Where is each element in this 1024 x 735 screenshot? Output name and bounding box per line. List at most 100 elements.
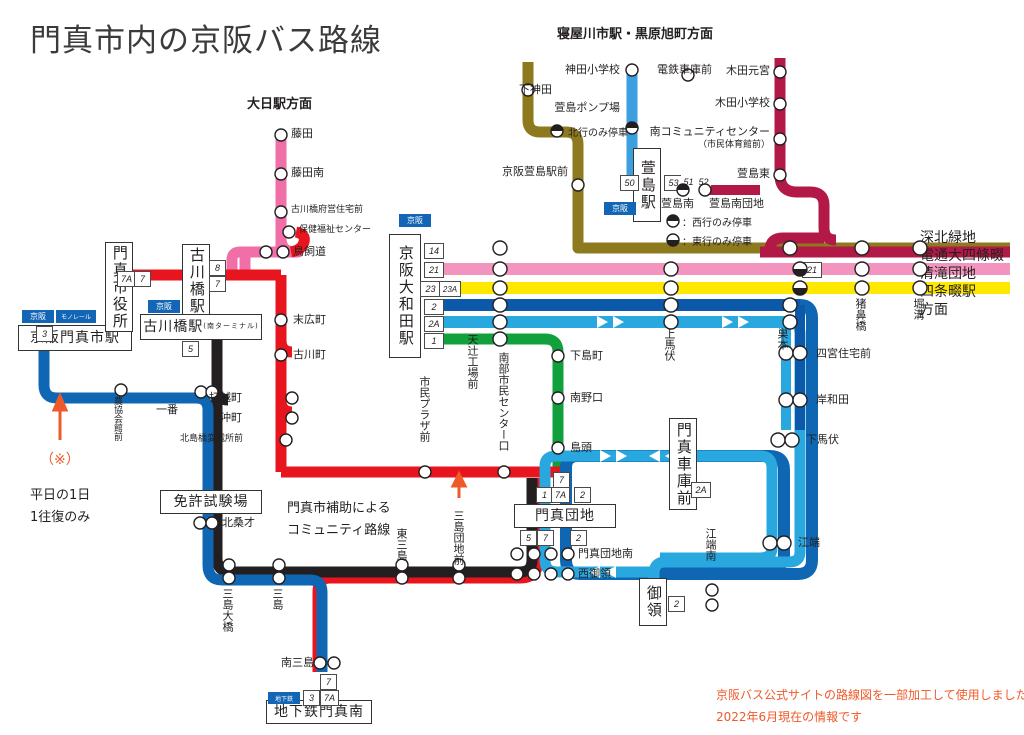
annotation-weekday-2: 1往復のみ bbox=[30, 510, 91, 525]
annotation-source-1: 京阪バス公式サイトの路線図を一部加工して使用しました bbox=[716, 688, 1024, 702]
route-chip-2-2[interactable]: 2 bbox=[574, 487, 591, 503]
route-chip-7a-2[interactable]: 7A bbox=[551, 487, 570, 503]
station-box-furukawabashi-south[interactable]: 古川橋駅(南ターミナル) bbox=[140, 314, 262, 340]
route-chip-2-1[interactable]: 2 bbox=[424, 299, 444, 315]
station-box-kadoma-shiyakusho[interactable]: 門真市役所 bbox=[105, 242, 133, 332]
legend-higashi: ：東行のみ停車 bbox=[682, 237, 752, 248]
station-label-dentetsu-shako: 電鉄車庫前 bbox=[657, 63, 712, 76]
annotation-asterisk: （※） bbox=[40, 452, 80, 468]
station-label-kadoma-danchi-minami: 門真団地南 bbox=[578, 547, 633, 560]
furukawabashi-south-label: 古川橋駅 bbox=[143, 318, 204, 335]
station-label-fujita-minami: 藤田南 bbox=[291, 166, 324, 179]
station-box-kadoma-shako[interactable]: 門真車庫前 bbox=[669, 418, 697, 510]
route-chip-2-4[interactable]: 2 bbox=[668, 596, 685, 612]
line-pink-vertical bbox=[226, 131, 287, 275]
destination-block: 深北緑地 電通大四條畷 清滝団地 四条畷駅 方面 bbox=[920, 230, 1004, 320]
station-label-keihan-kayashima-ekimae: 京阪萱島駅前 bbox=[502, 165, 568, 178]
route-chip-23a[interactable]: 23A bbox=[439, 281, 461, 297]
route-chip-3[interactable]: 3 bbox=[36, 326, 53, 342]
route-chip-52[interactable]: 52 bbox=[696, 175, 711, 189]
station-label-okimachi: 沖町 bbox=[220, 411, 242, 424]
line-blue3 bbox=[38, 330, 328, 672]
station-label-shinomiya: 四宮住宅前 bbox=[816, 347, 871, 360]
annotation-weekday-1: 平日の1日 bbox=[30, 488, 91, 503]
direction-daimichi: 大日駅方面 bbox=[247, 97, 313, 112]
station-label-shimin-plaza: 市民プラザ前 bbox=[418, 376, 431, 442]
station-box-goryo[interactable]: 御領 bbox=[639, 578, 667, 626]
route-chip-2a-1[interactable]: 2A bbox=[424, 316, 444, 332]
dest-line-1: 電通大四條畷 bbox=[920, 247, 1004, 264]
station-label-kayashima-pump: 萱島ポンプ場 bbox=[554, 101, 620, 114]
operator-tag-subway: 地下鉄 bbox=[268, 692, 300, 704]
station-label-kishiwada: 岸和田 bbox=[816, 393, 849, 406]
station-label-kanda-shogakko: 神田小学校 bbox=[565, 63, 620, 76]
route-chip-7-2[interactable]: 7 bbox=[209, 276, 226, 292]
line-green bbox=[425, 333, 564, 470]
station-label-ebata: 江端 bbox=[798, 536, 820, 549]
station-label-minaminoguchi: 南野口 bbox=[570, 391, 603, 404]
station-label-ichiban: 一番 bbox=[156, 403, 178, 416]
station-label-kayashima-minami-danchi: 萱島南団地 bbox=[709, 197, 764, 210]
route-chip-14[interactable]: 14 bbox=[424, 243, 444, 259]
dest-line-2: 清滝団地 bbox=[920, 265, 976, 282]
station-box-furukawabashi[interactable]: 古川橋駅 bbox=[182, 244, 210, 318]
station-label-nokyo-kaikan: 農協会館前 bbox=[112, 396, 122, 441]
station-label-nishi-goryo: 西御領 bbox=[578, 567, 611, 580]
operator-tag-monorail: モノレール bbox=[56, 310, 96, 323]
station-label-sumoto: 巣本 bbox=[776, 328, 789, 350]
station-label-kayashima-higashi: 萱島東 bbox=[737, 167, 770, 180]
route-chip-21-2[interactable]: 21 bbox=[802, 262, 822, 278]
route-chip-50[interactable]: 50 bbox=[620, 175, 639, 191]
station-box-keihan-yamatoda[interactable]: 京阪大和田駅 bbox=[389, 234, 421, 358]
station-label-minami-mishima: 南三島 bbox=[281, 656, 314, 669]
route-chip-7a-3[interactable]: 7A bbox=[320, 690, 339, 706]
route-chip-7-1[interactable]: 7 bbox=[134, 271, 151, 287]
dest-line-3: 四条畷駅 bbox=[920, 283, 976, 300]
station-label-mishima-ohashi: 三島大橋 bbox=[221, 588, 234, 632]
route-chip-1-1[interactable]: 1 bbox=[424, 333, 444, 349]
station-label-ebata-minami: 江端南 bbox=[704, 528, 717, 561]
station-label-uchikoshicho: 打越町 bbox=[209, 391, 242, 404]
station-label-inohanabashi: 猪鼻橋 bbox=[854, 298, 867, 331]
station-label-shimomabuse: 下馬伏 bbox=[806, 433, 839, 446]
station-label-shimagashira: 島頭 bbox=[570, 441, 592, 454]
station-label-kitajimabashi: 北島橋変電所前 bbox=[179, 434, 243, 444]
route-chip-3-2[interactable]: 3 bbox=[303, 690, 320, 706]
direction-neyagawa: 寝屋川市駅・黒原旭町方面 bbox=[557, 27, 714, 42]
station-label-higashi-mishima: 東三島 bbox=[395, 528, 408, 561]
station-box-kadoma-danchi[interactable]: 門真団地 bbox=[514, 504, 616, 528]
legend-nishi: ：西行のみ停車 bbox=[682, 218, 752, 229]
route-chip-23[interactable]: 23 bbox=[420, 281, 441, 297]
station-label-kamimabuse: 上馬伏 bbox=[663, 328, 676, 361]
route-chip-2a-2[interactable]: 2A bbox=[691, 482, 711, 498]
station-label-suehiromachi: 末広町 bbox=[293, 313, 326, 326]
station-label-torikaimichi: 鳥飼道 bbox=[293, 245, 326, 258]
route-chip-7-5[interactable]: 7 bbox=[320, 674, 337, 690]
station-label-hoken-fukushi: 保健福祉センター bbox=[299, 225, 372, 235]
route-chip-51[interactable]: 51 bbox=[681, 175, 696, 189]
line-crimson bbox=[774, 58, 837, 246]
route-chip-7-4[interactable]: 7 bbox=[537, 530, 554, 546]
annotation-source-2: 2022年6月現在の情報です bbox=[716, 710, 863, 724]
station-label-mishima: 三島 bbox=[271, 588, 284, 610]
route-chip-5-1[interactable]: 5 bbox=[182, 341, 199, 357]
station-label-horimizo: 堀溝 bbox=[912, 298, 925, 320]
line-sky-loop-b bbox=[539, 450, 778, 564]
station-label-nanbu-shimin: 南部市民センター口 bbox=[497, 352, 510, 451]
route-chip-7-3[interactable]: 7 bbox=[553, 472, 570, 488]
operator-tag-keihan-1: 京阪 bbox=[22, 310, 54, 323]
station-label-kida-motomiya: 木田元宮 bbox=[726, 64, 770, 77]
operator-tag-keihan-4: 京阪 bbox=[604, 202, 636, 215]
station-label-mishima-danchimae: 三島団地前 bbox=[452, 510, 465, 565]
route-chip-8[interactable]: 8 bbox=[209, 260, 226, 276]
route-chip-5-2[interactable]: 5 bbox=[520, 530, 537, 546]
route-chip-21-1[interactable]: 21 bbox=[424, 262, 444, 278]
dest-line-4: 方面 bbox=[920, 301, 948, 318]
station-label-amatsuji: 天辻工場前 bbox=[466, 334, 479, 389]
station-box-menkyo[interactable]: 免許試験場 bbox=[160, 490, 262, 514]
route-chip-2-3[interactable]: 2 bbox=[570, 530, 587, 546]
operator-tag-keihan-3: 京阪 bbox=[399, 214, 431, 227]
station-label-shimokanda: 下神田 bbox=[519, 83, 552, 96]
